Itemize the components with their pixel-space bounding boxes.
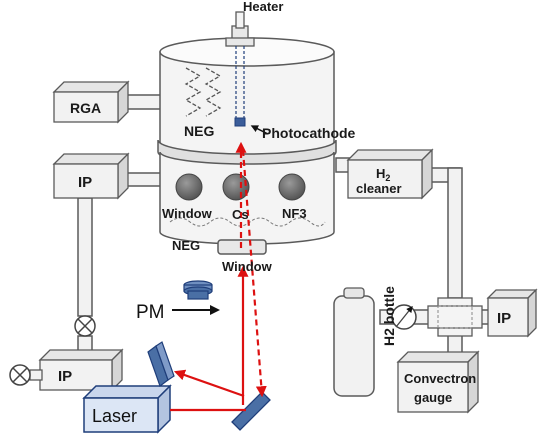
cs-label: Cs — [232, 207, 249, 222]
pm-detector — [183, 280, 213, 300]
heater-top — [235, 11, 245, 29]
heater-label: Heater — [243, 0, 283, 14]
bottom-mirror — [231, 391, 271, 431]
ip-bottom-label: IP — [58, 368, 72, 385]
regulator-dial — [391, 304, 417, 330]
h2-cleaner-label-line1: H2 — [376, 166, 390, 183]
ip-left-label: IP — [78, 174, 92, 191]
h2-vertical-pipe — [447, 167, 463, 299]
nf3-port-knob — [278, 173, 306, 201]
convectron-label-line1: Convectron — [404, 371, 476, 386]
photocathode-label: Photocathode — [262, 125, 356, 141]
h2-bottle — [333, 287, 375, 397]
left-mirror — [147, 341, 175, 387]
h2-cleaner-sub: 2 — [385, 173, 390, 183]
convectron-gauge-box — [396, 350, 480, 414]
far-left-valve — [9, 364, 31, 386]
ip-right-label: IP — [497, 310, 511, 327]
ip-right-box — [486, 288, 538, 338]
photocathode-arrow — [250, 125, 269, 135]
h2-cleaner-h: H — [376, 166, 385, 181]
nf3-label: NF3 — [282, 206, 307, 221]
neg-coil-right — [204, 67, 222, 117]
photocathode-element — [234, 117, 246, 127]
neg-top-label: NEG — [184, 123, 214, 139]
window-bottom-label: Window — [222, 259, 273, 274]
beam-reflected — [241, 149, 267, 398]
window-port-knob — [175, 173, 203, 201]
h2-bottle-label: H2 bottle — [381, 286, 397, 346]
ip-bottom-box — [29, 348, 124, 392]
laser-beams — [170, 141, 267, 412]
pm-label: PM — [136, 302, 165, 323]
window-left-label: Window — [162, 206, 213, 221]
ip-left-box — [52, 152, 130, 200]
four-way-cross — [427, 297, 483, 337]
rga-label: RGA — [70, 100, 101, 116]
heater-assembly — [225, 11, 255, 127]
neg-coil-left — [184, 67, 202, 117]
heater-rod — [235, 46, 245, 118]
heater-flange — [225, 37, 255, 47]
h2-cleaner-box — [346, 148, 434, 200]
h2-cleaner-label-line2: cleaner — [356, 181, 402, 196]
left-valve — [74, 315, 96, 337]
beam-to-left-detector — [173, 369, 245, 398]
ip-left-vertical-pipe — [77, 197, 93, 317]
rga-box — [52, 80, 130, 124]
neg-bottom-label: NEG — [172, 238, 200, 253]
neg-bottom-wave — [169, 217, 326, 227]
neg-top-coils — [184, 67, 222, 117]
cs-port-knob — [222, 173, 250, 201]
laser-box — [82, 384, 172, 434]
laser-label: Laser — [92, 406, 137, 426]
convectron-label-line2: gauge — [414, 390, 452, 405]
